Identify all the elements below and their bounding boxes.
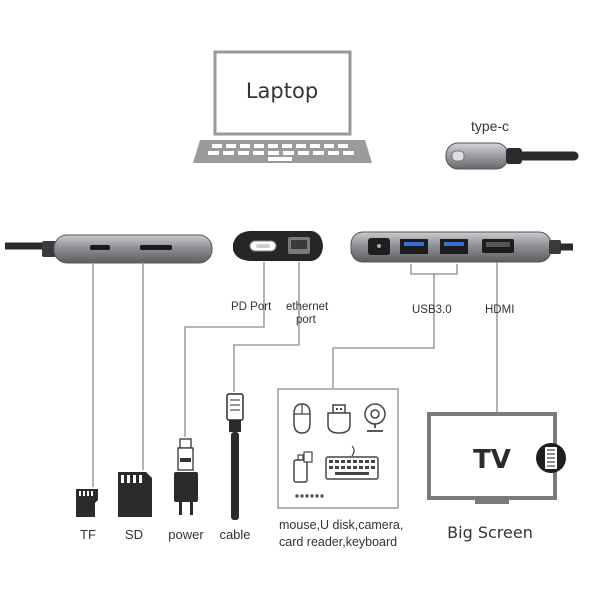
type-c-connector-icon: [445, 142, 579, 170]
laptop-label: Laptop: [246, 79, 318, 103]
connector-lines: [92, 262, 498, 487]
more-dots-icon: [295, 494, 324, 498]
power-label: power: [168, 527, 204, 542]
tf-card-icon: [76, 489, 98, 517]
card-reader-hub-icon: [5, 234, 213, 264]
tf-label: TF: [80, 527, 96, 542]
tv-label: TV: [473, 445, 511, 475]
usb-line: [332, 274, 435, 388]
card-reader-icon: [293, 451, 313, 483]
usb-bracket-line: [410, 264, 458, 275]
tv-icon: [427, 412, 557, 504]
u-disk-icon: [327, 404, 351, 434]
type-c-label: type-c: [471, 118, 509, 134]
ethernet-cable-icon: [226, 393, 244, 520]
peripherals-label-line2: card reader,keyboard: [279, 535, 397, 549]
power-plug-icon: [174, 438, 198, 515]
keyboard-icon: [325, 445, 379, 480]
sd-card-icon: [118, 472, 152, 517]
big-screen-label: Big Screen: [447, 523, 533, 542]
peripherals-label-line1: mouse,U disk,camera,: [279, 518, 403, 532]
ethernet-port-label-line1: ethernet: [286, 301, 329, 313]
usb-label: USB3.0: [412, 304, 452, 316]
camera-icon: [364, 403, 386, 432]
mouse-icon: [293, 403, 311, 434]
sd-label: SD: [125, 527, 143, 542]
pd-ethernet-hub-icon: [233, 231, 323, 261]
usb-hdmi-hub-icon: [350, 231, 573, 263]
ethernet-line: [233, 262, 300, 392]
cable-label: cable: [219, 527, 250, 542]
laptop-icon: [193, 50, 372, 163]
pd-port-label: PD Port: [231, 301, 272, 313]
power-line: [184, 262, 265, 437]
ethernet-port-label-line2: port: [296, 314, 317, 326]
hdmi-plug-icon: [536, 443, 566, 473]
hdmi-label: HDMI: [485, 304, 514, 316]
